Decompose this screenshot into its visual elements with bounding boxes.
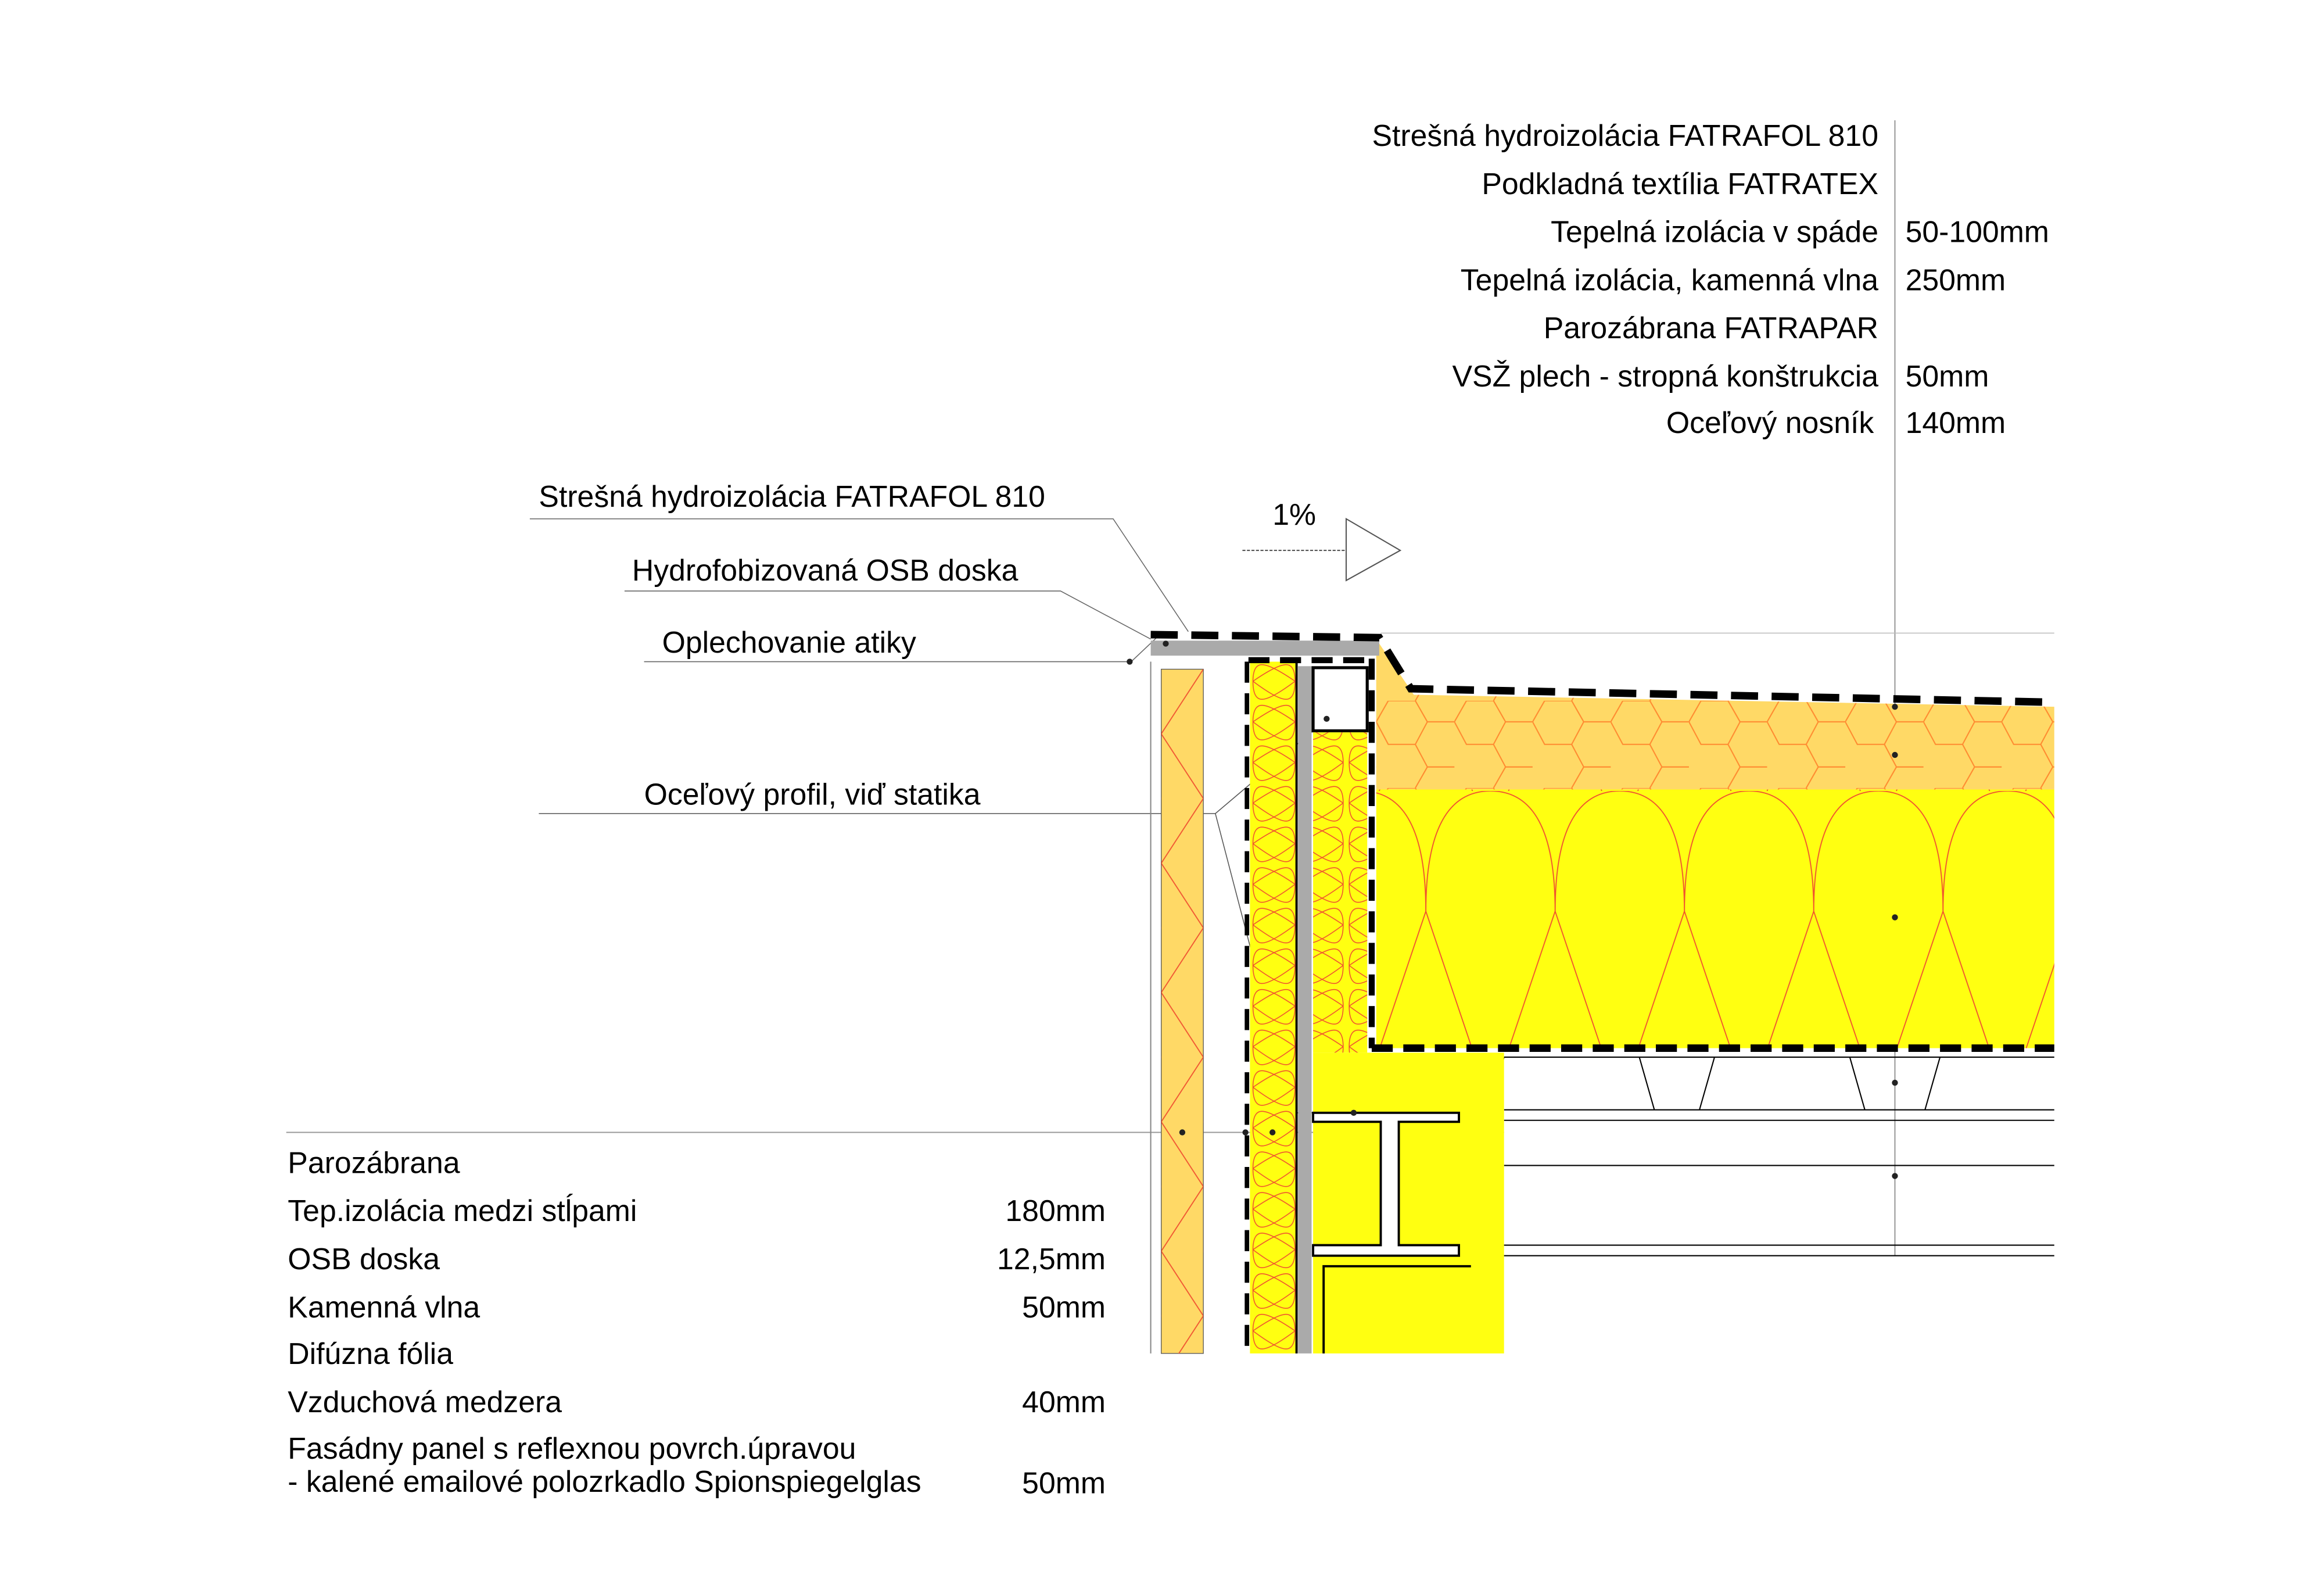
callout-osb: Hydrofobizovaná OSB doska [632, 553, 1018, 587]
roof-legend-label: Tepelná izolácia, kamenná vlna [1461, 263, 1878, 296]
steel-profile-box [1311, 666, 1369, 733]
roof-legend-label: Strešná hydroizolácia FATRAFOL 810 [1372, 119, 1878, 152]
leader-dots [1127, 640, 1898, 1179]
steel-column [1298, 666, 1312, 1354]
roof-legend-value: 50mm [1906, 359, 1989, 393]
wall-legend: Parozábrana Tep.izolácia medzi stĺpami O… [288, 1145, 921, 1498]
beam-infill [1313, 1052, 1504, 1354]
roof-membrane [1150, 631, 2054, 706]
roof-legend-value: 50-100mm [1906, 215, 2049, 249]
wall-legend-value: 180mm [1005, 1194, 1106, 1227]
wall-legend-label: Tep.izolácia medzi stĺpami [288, 1194, 637, 1227]
leader-line [529, 518, 1189, 632]
wall-legend-values: 180mm 12,5mm 50mm 40mm 50mm [997, 1194, 1106, 1499]
wall-legend-label: - kalené emailové polozrkadlo Spionspieg… [288, 1465, 921, 1498]
roof-legend-label: Podkladná textília FATRATEX [1482, 167, 1878, 200]
roof-legend-value: 250mm [1906, 263, 2006, 296]
wall-legend-label: OSB doska [288, 1242, 440, 1276]
floor-lines [1459, 1109, 2054, 1256]
wall-legend-value: 40mm [1022, 1385, 1106, 1419]
trapezoidal-sheet [1488, 1057, 2054, 1110]
callout-steel-profile: Oceľový profil, viď statika [644, 777, 981, 811]
roof-section [1312, 639, 2054, 1354]
slope-arrow-icon [1242, 517, 1402, 582]
wall-legend-label: Vzduchová medzera [288, 1385, 562, 1419]
wall-legend-value: 50mm [1022, 1290, 1106, 1324]
parapet-flashing [1150, 640, 1379, 656]
wall-section [1150, 658, 1375, 1354]
roof-legend-value: 140mm [1906, 406, 2006, 439]
leader-line [624, 590, 1151, 640]
roof-legend-values: 50-100mm 250mm 50mm 140mm [1906, 215, 2049, 440]
callout-flashing: Oplechovanie atiky [662, 625, 916, 659]
roof-legend: Strešná hydroizolácia FATRAFOL 810 Podkl… [1372, 119, 1878, 439]
wall-legend-value: 50mm [1022, 1466, 1106, 1500]
steel-beam [1312, 1111, 1460, 1257]
wall-legend-label: Kamenná vlna [288, 1290, 480, 1324]
roof-legend-label: Tepelná izolácia v spáde [1551, 215, 1878, 249]
roof-legend-label: VSŽ plech - stropná konštrukcia [1452, 359, 1879, 393]
callout-membrane: Strešná hydroizolácia FATRAFOL 810 [539, 479, 1045, 513]
wall-legend-label: Fasádny panel s reflexnou povrch.úpravou [288, 1431, 856, 1465]
wall-legend-label: Parozábrana [288, 1145, 460, 1179]
slope-label: 1% [1272, 497, 1316, 531]
roof-legend-label: Oceľový nosník [1666, 406, 1874, 439]
roof-legend-label: Parozábrana FATRAPAR [1544, 311, 1878, 345]
wall-legend-value: 12,5mm [997, 1242, 1106, 1276]
wall-legend-label: Difúzna fólia [288, 1337, 453, 1370]
